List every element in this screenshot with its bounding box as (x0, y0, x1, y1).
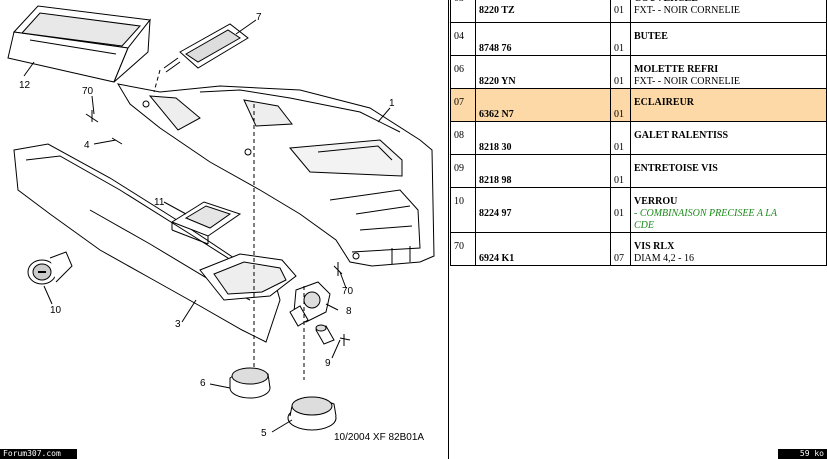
parts-reference: 8220 TZ (475, 0, 611, 23)
part-8-damper (289, 281, 331, 327)
part-7-lamp (163, 23, 249, 73)
parts-detail: FXT- - NOIR CORNELIE (634, 76, 741, 87)
diagram-reference: 10/2004 XF 82B01A (334, 432, 424, 443)
parts-item-number: 04 (450, 22, 476, 56)
parts-item-number: 06 (450, 55, 476, 89)
callout-4: 4 (84, 140, 90, 151)
parts-quantity: 01 (610, 88, 631, 122)
parts-detail: DIAM 4,2 - 16 (634, 253, 694, 264)
parts-title: VIS RLX (634, 241, 675, 252)
parts-quantity: 01 (610, 0, 631, 23)
parts-reference: 6362 N7 (475, 88, 611, 122)
parts-reference: 8224 97 (475, 187, 611, 233)
footer-size: 59 ko (778, 449, 827, 459)
parts-item-number: 09 (450, 154, 476, 188)
parts-description: COUVERCLEFXT- - NOIR CORNELIE (630, 0, 827, 23)
parts-title: COUVERCLE (634, 0, 823, 5)
parts-reference: 8218 30 (475, 121, 611, 155)
parts-quantity: 01 (610, 22, 631, 56)
parts-quantity: 01 (610, 121, 631, 155)
parts-quantity: 07 (610, 232, 631, 266)
callout-1: 1 (389, 98, 395, 109)
parts-item-number: 08 (450, 121, 476, 155)
callout-3: 3 (175, 319, 181, 330)
parts-title: MOLETTE REFRI (634, 64, 719, 75)
callout-10: 10 (50, 305, 62, 316)
part-5-cover (287, 396, 337, 431)
parts-quantity: 01 (610, 154, 631, 188)
callout-6: 6 (200, 378, 206, 389)
parts-quantity: 01 (610, 187, 631, 233)
callout-5: 5 (261, 428, 267, 439)
parts-item-number: 03 (450, 0, 476, 23)
callout-70-right: 70 (342, 286, 354, 297)
parts-reference: 8218 98 (475, 154, 611, 188)
parts-row: 038220 TZ01COUVERCLEFXT- - NOIR CORNELIE (450, 0, 827, 23)
parts-title: ENTRETOISE VIS (634, 163, 718, 174)
callout-labels: 1 3 4 5 6 7 8 9 10 11 12 70 70 10/2004 X… (19, 12, 424, 443)
exploded-parts-diagram: 1 3 4 5 6 7 8 9 10 11 12 70 70 10/2004 X… (7, 5, 435, 443)
part-9-spacer (315, 324, 335, 345)
parts-item-number: 10 (450, 187, 476, 233)
parts-table: 038220 TZ01COUVERCLEFXT- - NOIR CORNELIE… (450, 0, 827, 266)
parts-table-body: 038220 TZ01COUVERCLEFXT- - NOIR CORNELIE… (450, 0, 827, 266)
callout-11: 11 (154, 197, 165, 208)
parts-reference: 6924 K1 (475, 232, 611, 266)
parts-reference: 8748 76 (475, 22, 611, 56)
callout-70-top: 70 (82, 86, 94, 97)
panel-divider (448, 0, 449, 459)
leader-lines (23, 19, 391, 433)
part-11-striker (170, 201, 242, 245)
parts-detail: - COMBINAISON PRECISEE A LA (634, 208, 777, 219)
parts-title: VERROU (634, 196, 678, 207)
parts-title: BUTEE (634, 31, 668, 42)
assembly-lines (153, 69, 305, 380)
parts-reference: 8220 YN (475, 55, 611, 89)
parts-description: GALET RALENTISS (630, 121, 827, 155)
part-12-tray (7, 5, 151, 83)
parts-title: ECLAIREUR (634, 97, 695, 108)
part-6-wheel (229, 367, 271, 399)
parts-title: GALET RALENTISS (634, 130, 729, 141)
callout-9: 9 (325, 358, 331, 369)
parts-description: ECLAIREUR (630, 88, 827, 122)
part-1-glovebox-body (116, 83, 435, 267)
parts-item-number: 70 (450, 232, 476, 266)
footer-site: Forum307.com (0, 449, 77, 459)
part-10-lock (27, 251, 73, 285)
parts-description: BUTEE (630, 22, 827, 56)
parts-quantity: 01 (610, 55, 631, 89)
part-3-lid (13, 143, 297, 343)
callout-8: 8 (346, 306, 352, 317)
diagram-drawing: 1 3 4 5 6 7 8 9 10 11 12 70 70 10/2004 X… (7, 5, 435, 443)
callout-7: 7 (256, 12, 262, 23)
parts-description: ENTRETOISE VIS (630, 154, 827, 188)
parts-detail: CDE (634, 220, 654, 231)
parts-detail: FXT- - NOIR CORNELIE (634, 5, 741, 16)
parts-item-number: 07 (450, 88, 476, 122)
callout-12: 12 (19, 80, 31, 91)
